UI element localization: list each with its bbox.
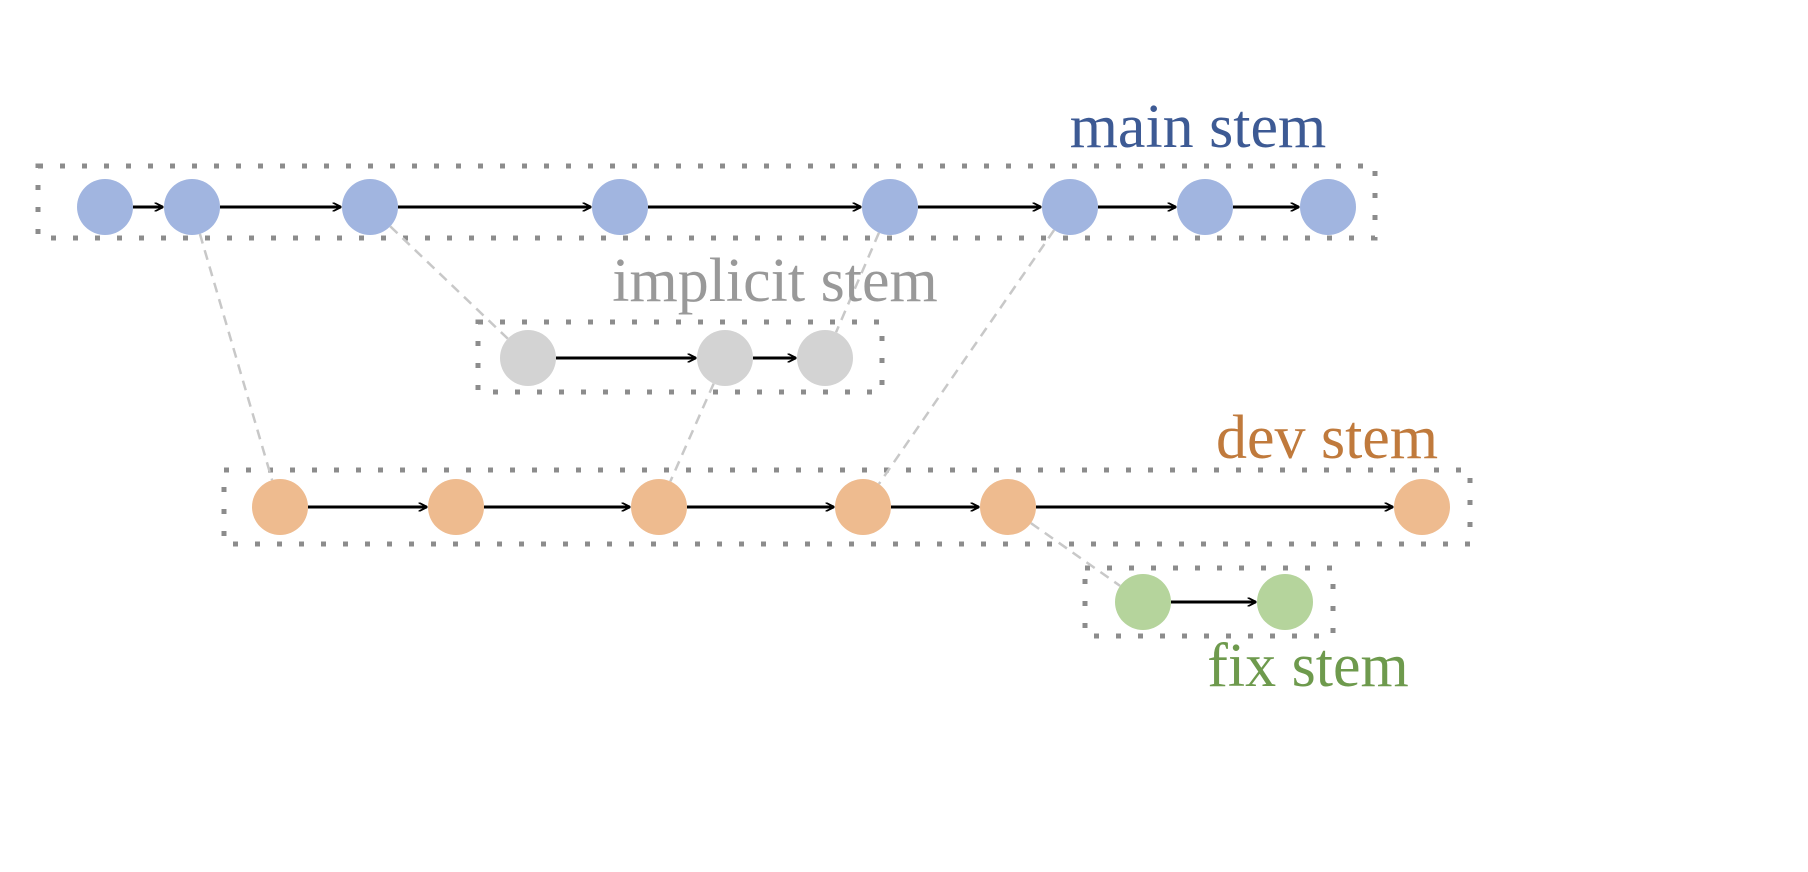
branch-link	[834, 232, 881, 333]
main-stem-label: main stem	[1070, 93, 1327, 161]
main-commit-node	[862, 179, 918, 235]
fix-commit-node	[1115, 574, 1171, 630]
main-commit-node	[1177, 179, 1233, 235]
main-stem-box	[35, 163, 1378, 241]
fix-commit-node	[1257, 574, 1313, 630]
fix-stem-label: fix stem	[1207, 632, 1408, 700]
main-commit-node	[1042, 179, 1098, 235]
commit-nodes	[77, 179, 1450, 630]
dev-stem-label: dev stem	[1216, 404, 1438, 472]
implicit-commit-node	[500, 330, 556, 386]
fix-stem-box	[1082, 565, 1336, 639]
branch-link	[669, 383, 715, 482]
dev-commit-node	[252, 479, 308, 535]
main-commit-node	[342, 179, 398, 235]
branch-link	[198, 233, 274, 481]
dev-commit-node	[835, 479, 891, 535]
implicit-stem-label: implicit stem	[612, 247, 937, 315]
main-commit-node	[592, 179, 648, 235]
branch-link	[877, 229, 1056, 485]
commit-arrows	[133, 207, 1393, 602]
implicit-stem-box	[475, 319, 885, 395]
main-commit-node	[77, 179, 133, 235]
implicit-commit-node	[697, 330, 753, 386]
stem-labels: main stem implicit stem dev stem fix ste…	[612, 93, 1438, 700]
branch-link	[389, 225, 509, 340]
branch-link	[1030, 522, 1121, 587]
dev-commit-node	[980, 479, 1036, 535]
implicit-commit-node	[797, 330, 853, 386]
main-commit-node	[164, 179, 220, 235]
branch-links	[198, 225, 1121, 587]
dev-commit-node	[1394, 479, 1450, 535]
dev-commit-node	[631, 479, 687, 535]
main-commit-node	[1300, 179, 1356, 235]
dev-commit-node	[428, 479, 484, 535]
stem-boxes	[35, 163, 1473, 639]
